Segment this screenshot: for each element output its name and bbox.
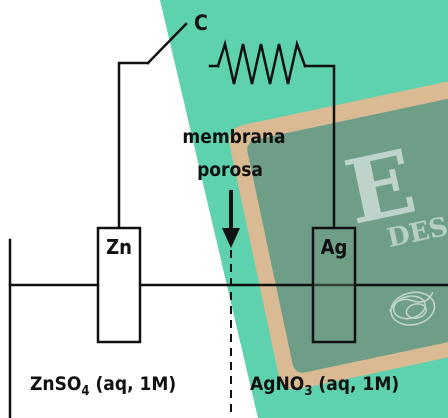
silver-electrode <box>311 226 357 344</box>
chalkboard <box>247 98 448 373</box>
cathode-solution-label: AgNO3 (aq, 1M) <box>250 373 399 399</box>
zinc-electrode-label: Zn <box>106 235 132 259</box>
membrane-label-line2: porosa <box>197 159 263 181</box>
anode-solution-formula: ZnSO <box>30 373 81 395</box>
silver-electrode-label: Ag <box>321 235 348 259</box>
membrane-arrow <box>222 190 240 248</box>
anode-solution-subscript: 4 <box>81 384 89 399</box>
switch-label: C <box>194 11 208 35</box>
membrane-label-line1: membrana <box>182 126 285 148</box>
anode-solution-label: ZnSO4 (aq, 1M) <box>30 373 176 399</box>
anode-solution-state: (aq, 1M) <box>90 373 177 395</box>
chalk-scribble <box>389 291 436 326</box>
right-wire <box>303 64 336 230</box>
resistor <box>216 39 307 85</box>
cathode-solution-state: (aq, 1M) <box>312 373 399 395</box>
left-wire <box>117 61 150 230</box>
switch-lever <box>146 22 188 65</box>
circuit <box>8 22 448 418</box>
background-decoration: E DES <box>160 0 448 418</box>
cathode-solution-formula: AgNO <box>250 373 304 395</box>
cathode-solution-subscript: 3 <box>304 384 312 399</box>
zinc-electrode <box>96 226 142 344</box>
